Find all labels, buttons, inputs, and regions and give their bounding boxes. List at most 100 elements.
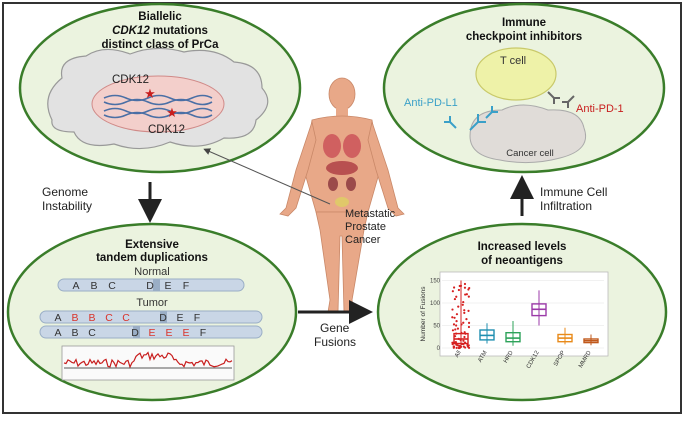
human-body-figure: Metastatic Prostate Cancer bbox=[203, 77, 405, 313]
chart-data-point bbox=[451, 343, 454, 346]
chart-data-point bbox=[463, 335, 466, 339]
dna-strand-1 bbox=[103, 94, 213, 102]
antibody-icon bbox=[547, 91, 575, 108]
chromosome-segment-label: F bbox=[200, 327, 206, 339]
chart-data-point bbox=[451, 329, 455, 332]
dna-strand-2 bbox=[103, 107, 213, 115]
chromosome-segment-label: B bbox=[71, 327, 78, 339]
chart-data-point bbox=[467, 321, 471, 324]
chromosome-segment-label: E bbox=[164, 280, 171, 292]
organ-lung bbox=[323, 134, 341, 158]
arrow-label-bottom-1: Gene bbox=[320, 321, 350, 335]
chromosome-segment-label: A bbox=[54, 327, 61, 339]
chart-data-point bbox=[455, 295, 458, 298]
arrow-label-left-2: Instability bbox=[42, 199, 92, 213]
chart-data-point bbox=[465, 318, 468, 321]
chromosome-segment-label: C bbox=[105, 312, 113, 324]
panel-title-line2: tandem duplications bbox=[96, 252, 208, 264]
chart-data-point bbox=[451, 316, 454, 319]
chromosome-segment-label: D bbox=[131, 327, 139, 339]
chart-data-point bbox=[463, 311, 466, 314]
chart-data-point bbox=[464, 293, 467, 296]
chart-box bbox=[505, 332, 521, 343]
chart-data-point bbox=[451, 308, 454, 311]
body-legs bbox=[315, 211, 369, 313]
chromosome-segment-label: F bbox=[183, 280, 189, 292]
chart-data-point bbox=[466, 343, 469, 347]
chart-data-point bbox=[462, 339, 465, 342]
chart-data-point bbox=[452, 323, 456, 326]
chart-data-point bbox=[458, 346, 461, 350]
panel-title-line2: CDK12 mutations bbox=[112, 25, 208, 37]
chromosome-segment-label: A bbox=[72, 280, 79, 292]
panel-immune-checkpoint: T cell Cancer cell Anti-PD-L1 Anti-PD-1 … bbox=[382, 2, 666, 174]
arrow-label-bottom-2: Fusions bbox=[314, 335, 356, 349]
chart-data-point bbox=[462, 345, 465, 348]
chart-data-point bbox=[457, 305, 460, 308]
chart-data-point bbox=[467, 309, 470, 312]
chart-data-point bbox=[462, 300, 465, 304]
panel-title-line1: Immune bbox=[502, 17, 546, 29]
chart-data-point bbox=[468, 286, 471, 290]
organ-lung bbox=[343, 134, 361, 158]
chromosome-segment-label: E bbox=[165, 327, 172, 339]
chart-data-point bbox=[455, 324, 458, 327]
chart-data-point bbox=[462, 321, 465, 324]
chromosome-segment-label: C bbox=[108, 280, 116, 292]
centromere bbox=[133, 326, 140, 338]
tumor-label: Tumor bbox=[136, 297, 168, 309]
t-cell-shape bbox=[475, 47, 557, 101]
tumor-chromosome-1 bbox=[39, 310, 263, 324]
arrow-label-right-1: Immune Cell bbox=[540, 185, 607, 199]
organ-prostate bbox=[335, 197, 349, 207]
chart-data-point bbox=[455, 313, 459, 316]
copy-number-plot bbox=[61, 345, 235, 381]
chart-data-point bbox=[467, 325, 471, 329]
chart-data-point bbox=[452, 346, 455, 349]
panel-title-line2: of neoantigens bbox=[481, 255, 563, 267]
panel-title-line2: checkpoint inhibitors bbox=[466, 31, 582, 43]
chromosome-segment-label: B bbox=[88, 312, 95, 324]
chromosome-segment-label: C bbox=[122, 312, 130, 324]
chart-data-point bbox=[467, 346, 471, 349]
chart-data-point bbox=[465, 293, 468, 296]
chart-ytick-label: 50 bbox=[433, 324, 440, 330]
body-label-3: Cancer bbox=[345, 234, 381, 246]
dna-strand-2b bbox=[103, 111, 213, 119]
copy-number-trace bbox=[63, 351, 233, 369]
cancer-cell-shape bbox=[469, 104, 586, 164]
t-cell-label: T cell bbox=[500, 55, 526, 67]
panel-neoantigens: Increased levels of neoantigens Number o… bbox=[376, 222, 668, 402]
organ-kidney bbox=[346, 177, 356, 191]
tumor-chromosome-2 bbox=[39, 325, 263, 339]
centromere bbox=[160, 311, 167, 323]
body-right-arm bbox=[367, 120, 405, 217]
anti-pdl1-label: Anti-PD-L1 bbox=[404, 97, 458, 109]
chart-xtick-label: All bbox=[454, 350, 463, 359]
chromosome-segment-label: B bbox=[90, 280, 97, 292]
chart-data-point bbox=[452, 286, 456, 289]
chromosome-segment-label: F bbox=[194, 312, 200, 324]
body-label-1: Metastatic bbox=[345, 208, 396, 220]
normal-label: Normal bbox=[134, 266, 169, 278]
chart-data-point bbox=[457, 288, 461, 292]
antibody-icon bbox=[444, 116, 457, 129]
panel-title-line1: Extensive bbox=[125, 239, 179, 251]
chart-data-point bbox=[467, 295, 470, 298]
chromosome-segment-label: C bbox=[88, 327, 96, 339]
chromosome-segment-label: A bbox=[54, 312, 61, 324]
chart-ytick-label: 100 bbox=[430, 301, 441, 307]
cancer-cell-label: Cancer cell bbox=[506, 148, 554, 159]
dna-strand-1b bbox=[103, 98, 213, 106]
chart-data-point bbox=[453, 316, 456, 319]
chart-ylabel: Number of Fusions bbox=[420, 286, 427, 342]
chart-data-point bbox=[453, 297, 457, 301]
chromosome-segment-label: D bbox=[146, 280, 154, 292]
chart-xtick-label: ATM bbox=[477, 350, 488, 364]
panel-title-line1: Increased levels bbox=[478, 241, 567, 253]
body-neck bbox=[336, 108, 348, 118]
